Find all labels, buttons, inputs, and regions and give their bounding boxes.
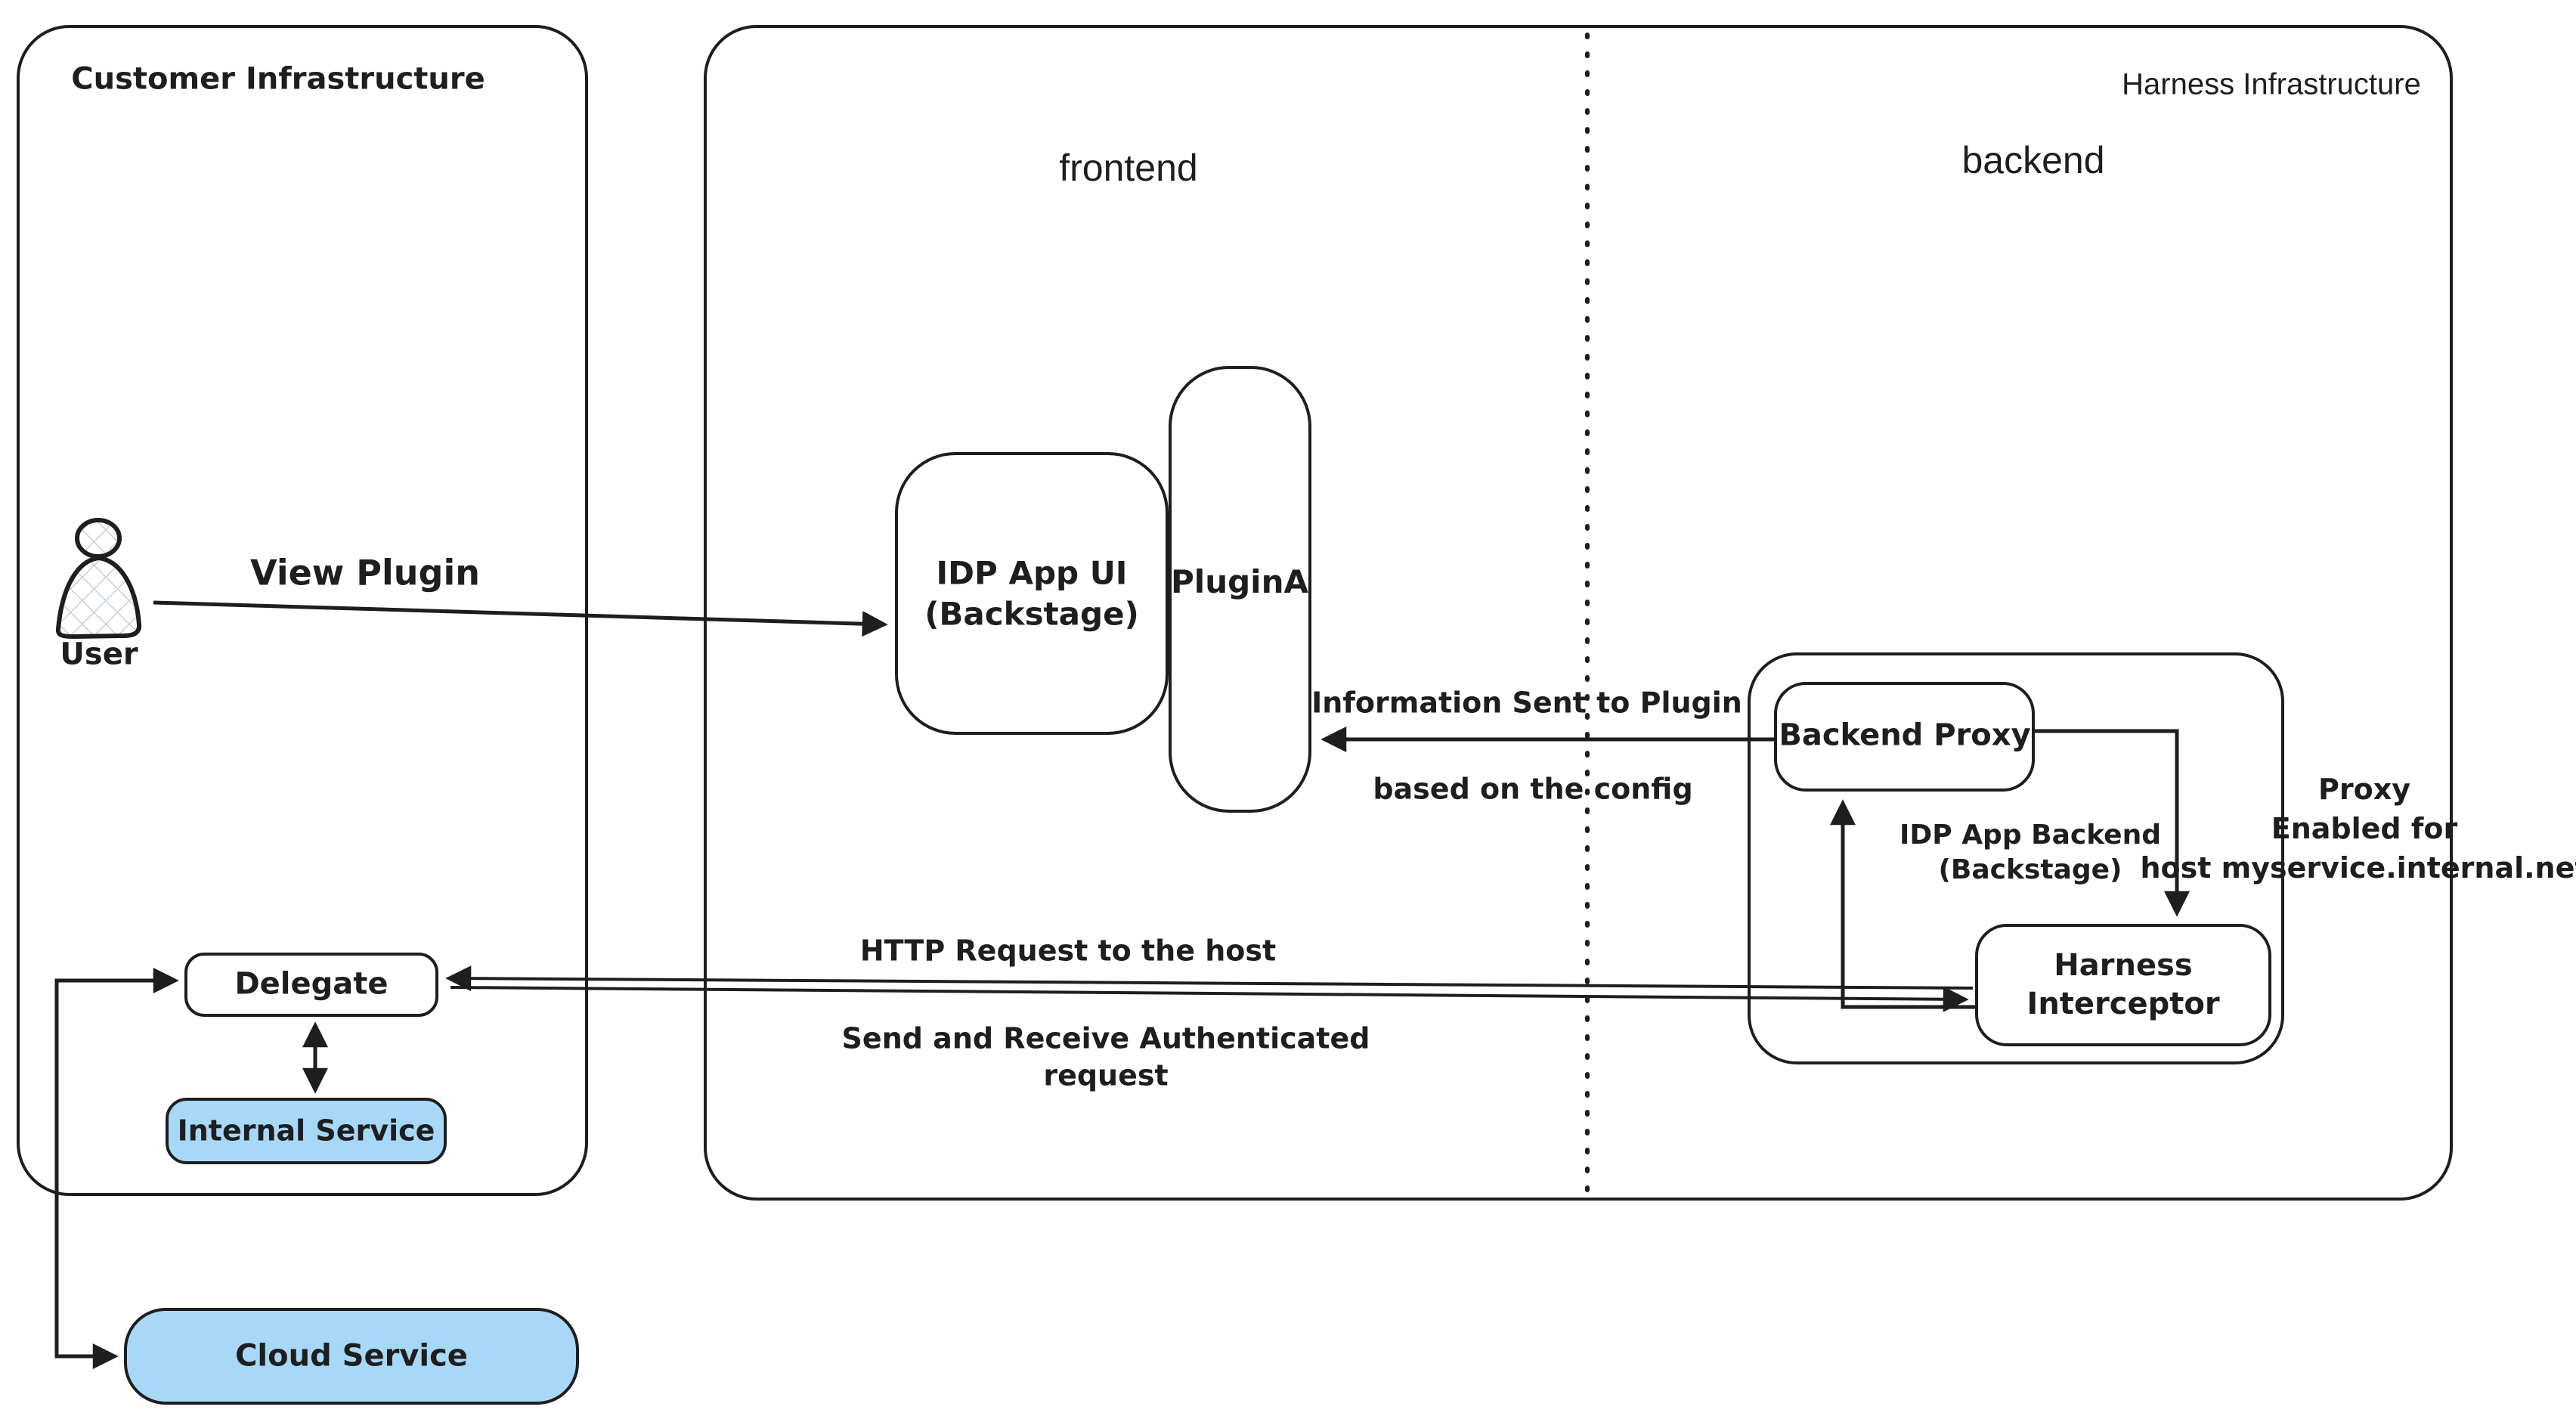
idp-app-ui-label: IDP App UI (Backstage): [924, 553, 1139, 634]
customer-infrastructure-container: [17, 25, 588, 1196]
frontend-section-label: frontend: [1059, 147, 1198, 189]
idp-app-backend-container: [1748, 652, 2284, 1064]
idp-app-ui-node: [895, 452, 1169, 735]
customer-infrastructure-title: Customer Infrastructure: [71, 61, 485, 97]
proxy-enabled-annotation: Proxy Enabled for host myservice.interna…: [2140, 770, 2576, 888]
idp-app-ui-label-line1: IDP App UI: [936, 554, 1128, 592]
proxy-enabled-line3: host myservice.internal.net: [2140, 851, 2576, 885]
harness-interceptor-label-line1: Harness: [2054, 947, 2193, 983]
user-label: User: [60, 637, 138, 672]
internal-service-node: [166, 1098, 447, 1164]
internal-service-label: Internal Service: [177, 1114, 435, 1148]
idp-app-backend-label: IDP App Backend (Backstage): [1899, 818, 2161, 888]
cloud-service-label: Cloud Service: [235, 1338, 468, 1374]
plugin-a-label: PluginA: [1171, 563, 1308, 601]
delegate-node: [184, 953, 438, 1017]
send-receive-line1: Send and Receive Authenticated: [841, 1021, 1370, 1055]
idp-app-backend-label-line1: IDP App Backend: [1899, 819, 2161, 851]
backend-section-label: backend: [1961, 139, 2105, 181]
harness-interceptor-node: [1975, 924, 2271, 1046]
plugin-a-node: [1169, 366, 1311, 813]
harness-interceptor-label-line2: Interceptor: [2026, 987, 2220, 1021]
info-sent-annotation-line1: Information Sent to Plugin: [1311, 686, 1742, 720]
info-sent-annotation-line2: based on the config: [1373, 772, 1693, 806]
cloud-service-node: [124, 1308, 579, 1405]
send-receive-line2: request: [1043, 1058, 1169, 1092]
backend-proxy-node: [1774, 682, 2035, 792]
backend-proxy-label: Backend Proxy: [1779, 717, 2031, 753]
idp-app-ui-label-line2: (Backstage): [924, 595, 1139, 632]
http-request-annotation: HTTP Request to the host: [859, 934, 1277, 968]
delegate-label: Delegate: [234, 966, 389, 1002]
idp-app-backend-label-line2: (Backstage): [1938, 854, 2122, 885]
harness-infrastructure-title: Harness Infrastructure: [2122, 67, 2421, 101]
proxy-enabled-line1: Proxy: [2318, 772, 2410, 806]
view-plugin-annotation: View Plugin: [250, 552, 480, 593]
harness-interceptor-label: Harness Interceptor: [2026, 947, 2219, 1024]
send-receive-annotation: Send and Receive Authenticated request: [842, 1020, 1370, 1093]
proxy-enabled-line2: Enabled for: [2271, 811, 2458, 845]
